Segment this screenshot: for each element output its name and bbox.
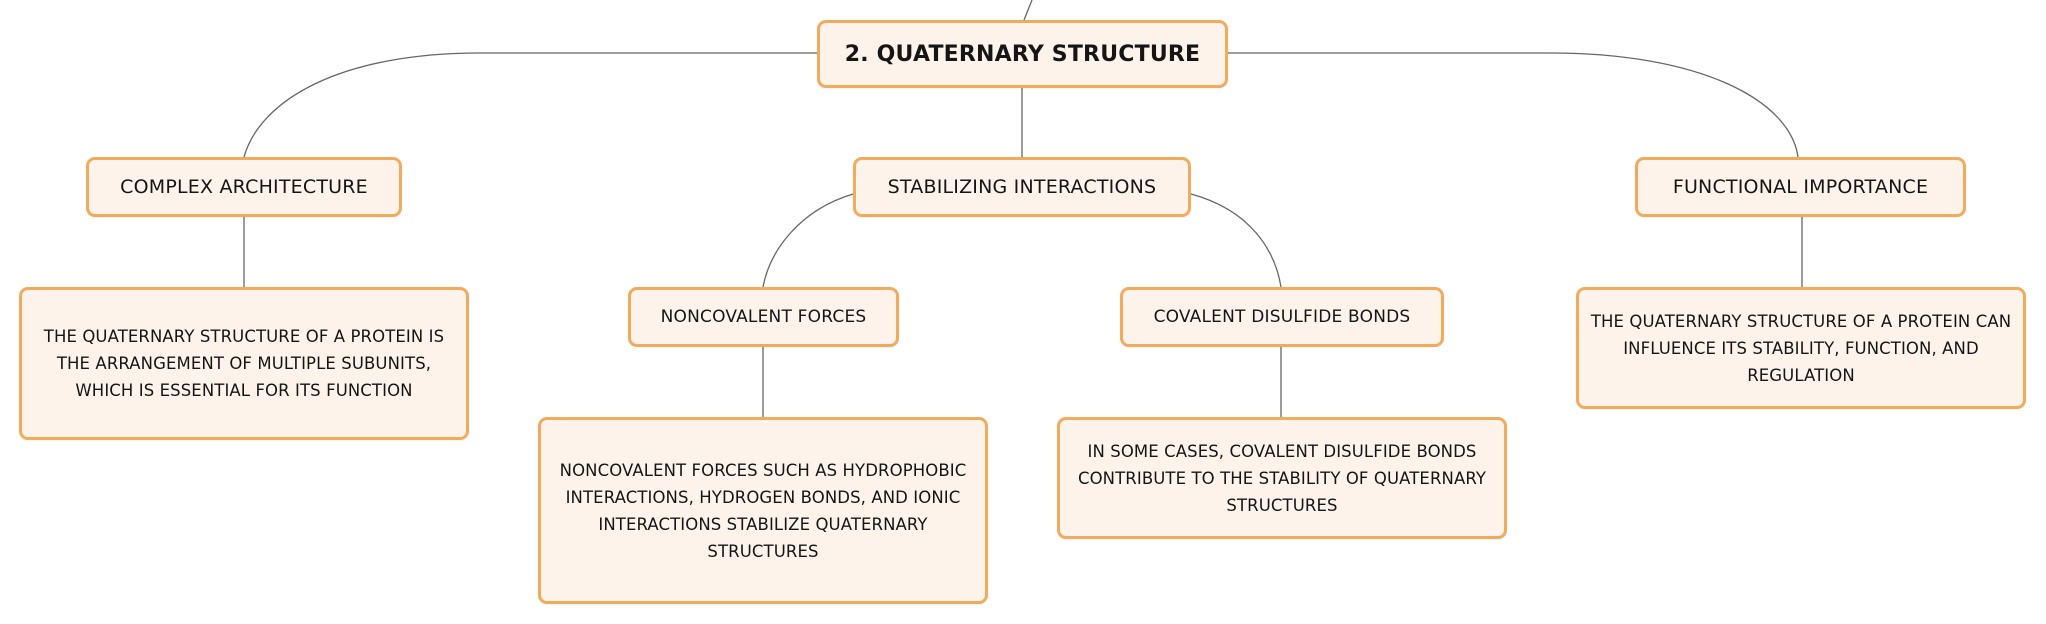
complex-architecture-label: COMPLEX ARCHITECTURE bbox=[120, 176, 368, 198]
complex-architecture-detail-text: THE QUATERNARY STRUCTURE OF A PROTEIN IS… bbox=[43, 327, 445, 400]
connector-root-to-functional-importance bbox=[1228, 52, 1799, 158]
connector-stabilizing-to-covalent bbox=[1190, 193, 1282, 288]
covalent-disulfide-bonds-label: COVALENT DISULFIDE BONDS bbox=[1153, 307, 1411, 327]
functional-importance-detail-text: THE QUATERNARY STRUCTURE OF A PROTEIN CA… bbox=[1590, 311, 2012, 385]
connector-root-to-complex-architecture bbox=[243, 52, 817, 158]
stabilizing-interactions-node[interactable]: STABILIZING INTERACTIONS bbox=[853, 157, 1191, 217]
functional-importance-detail-node[interactable]: THE QUATERNARY STRUCTURE OF A PROTEIN CA… bbox=[1576, 287, 2026, 409]
connector-parent-to-root bbox=[1023, 0, 1033, 21]
noncovalent-forces-detail-text: NONCOVALENT FORCES SUCH AS HYDROPHOBIC I… bbox=[559, 460, 967, 561]
covalent-disulfide-bonds-node[interactable]: COVALENT DISULFIDE BONDS bbox=[1120, 287, 1444, 347]
stabilizing-interactions-label: STABILIZING INTERACTIONS bbox=[887, 176, 1157, 198]
noncovalent-forces-detail-node[interactable]: NONCOVALENT FORCES SUCH AS HYDROPHOBIC I… bbox=[538, 417, 988, 604]
complex-architecture-detail-node[interactable]: THE QUATERNARY STRUCTURE OF A PROTEIN IS… bbox=[19, 287, 469, 440]
noncovalent-forces-label: NONCOVALENT FORCES bbox=[660, 307, 867, 327]
functional-importance-label: FUNCTIONAL IMPORTANCE bbox=[1672, 176, 1929, 198]
covalent-disulfide-bonds-detail-text: IN SOME CASES, COVALENT DISULFIDE BONDS … bbox=[1077, 441, 1487, 515]
root-label: 2. QUATERNARY STRUCTURE bbox=[844, 41, 1201, 67]
noncovalent-forces-node[interactable]: NONCOVALENT FORCES bbox=[628, 287, 899, 347]
root-node[interactable]: 2. QUATERNARY STRUCTURE bbox=[817, 20, 1228, 88]
connector-stabilizing-to-noncovalent bbox=[762, 193, 854, 288]
functional-importance-node[interactable]: FUNCTIONAL IMPORTANCE bbox=[1635, 157, 1966, 217]
covalent-disulfide-bonds-detail-node[interactable]: IN SOME CASES, COVALENT DISULFIDE BONDS … bbox=[1057, 417, 1507, 539]
complex-architecture-node[interactable]: COMPLEX ARCHITECTURE bbox=[86, 157, 402, 217]
